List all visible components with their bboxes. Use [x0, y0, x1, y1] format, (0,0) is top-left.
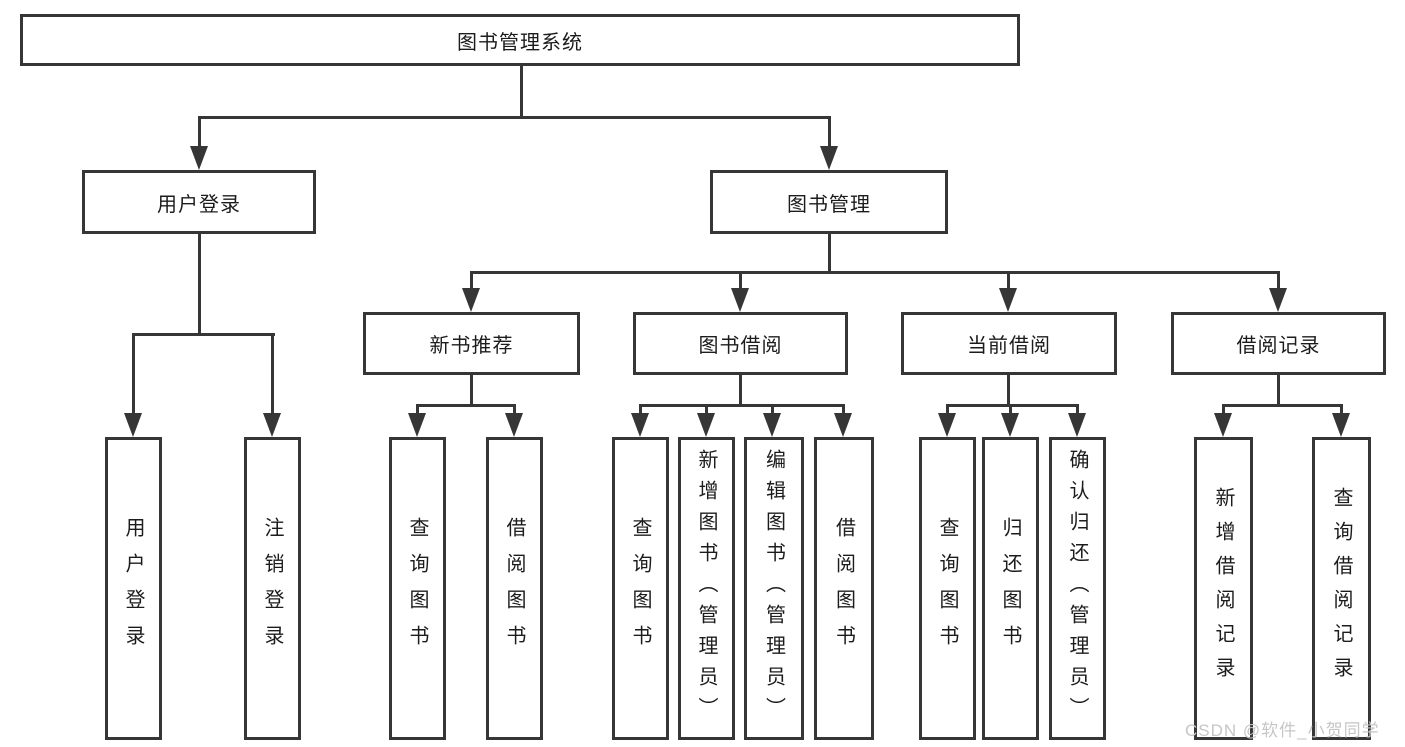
connector-line	[946, 404, 1079, 407]
arrow-down-icon	[731, 288, 749, 312]
arrow-down-icon	[1332, 413, 1350, 437]
connector-line	[198, 116, 831, 119]
node-book-management: 图书管理	[710, 170, 948, 234]
connector-line	[1277, 375, 1280, 406]
leaf-query-books-recommend: 查询图书	[389, 437, 446, 740]
leaf-query-borrow-record: 查询借阅记录	[1312, 437, 1371, 740]
connector-line	[828, 116, 831, 150]
leaf-borrow-books-borrowing: 借阅图书	[814, 437, 874, 740]
connector-line	[1009, 404, 1012, 415]
leaf-return-books: 归还图书	[982, 437, 1039, 740]
connector-line	[1222, 404, 1343, 407]
connector-line	[198, 234, 201, 335]
connector-line	[271, 333, 274, 414]
leaf-edit-books-admin: 编辑图书（管理员）	[744, 437, 804, 740]
connector-line	[1222, 404, 1225, 415]
connector-line	[946, 404, 949, 415]
connector-line	[520, 66, 523, 118]
leaf-add-borrow-record: 新增借阅记录	[1194, 437, 1253, 740]
node-new-book-recommend: 新书推荐	[363, 312, 580, 375]
connector-line	[739, 375, 742, 406]
arrow-down-icon	[505, 413, 523, 437]
arrow-down-icon	[462, 288, 480, 312]
connector-line	[771, 404, 774, 415]
connector-line	[1340, 404, 1343, 415]
arrow-down-icon	[1001, 413, 1019, 437]
connector-line	[132, 333, 275, 336]
connector-line	[416, 404, 419, 415]
connector-line	[705, 404, 708, 415]
arrow-down-icon	[1269, 288, 1287, 312]
connector-line	[470, 271, 473, 290]
leaf-query-books-borrowing: 查询图书	[612, 437, 669, 740]
connector-line	[639, 404, 642, 415]
arrow-down-icon	[938, 413, 956, 437]
node-user-login: 用户登录	[82, 170, 316, 234]
leaf-user-login: 用户登录	[105, 437, 162, 740]
arrow-down-icon	[263, 413, 281, 437]
connector-line	[739, 271, 742, 290]
leaf-query-books-current: 查询图书	[919, 437, 976, 740]
arrow-down-icon	[190, 146, 208, 170]
connector-line	[1007, 375, 1010, 406]
arrow-down-icon	[408, 413, 426, 437]
leaf-borrow-books-recommend: 借阅图书	[486, 437, 543, 740]
connector-line	[828, 234, 831, 273]
arrow-down-icon	[1214, 413, 1232, 437]
connector-line	[416, 404, 516, 407]
arrow-down-icon	[763, 413, 781, 437]
node-library-management-system: 图书管理系统	[20, 14, 1020, 66]
connector-line	[639, 404, 845, 407]
connector-line	[132, 333, 135, 414]
arrow-down-icon	[631, 413, 649, 437]
leaf-add-books-admin: 新增图书（管理员）	[678, 437, 735, 740]
csdn-watermark: CSDN @软件_小贺同学	[1185, 721, 1380, 740]
node-borrowing-records: 借阅记录	[1171, 312, 1386, 375]
connector-line	[470, 271, 1280, 274]
connector-line	[470, 375, 473, 406]
node-current-borrowing: 当前借阅	[901, 312, 1117, 375]
connector-line	[1277, 271, 1280, 290]
connector-line	[842, 404, 845, 415]
connector-line	[513, 404, 516, 415]
leaf-logout: 注销登录	[244, 437, 301, 740]
arrow-down-icon	[697, 413, 715, 437]
arrow-down-icon	[1068, 413, 1086, 437]
connector-line	[198, 116, 201, 150]
arrow-down-icon	[834, 413, 852, 437]
arrow-down-icon	[820, 146, 838, 170]
node-book-borrowing: 图书借阅	[633, 312, 848, 375]
arrow-down-icon	[999, 288, 1017, 312]
connector-line	[1076, 404, 1079, 415]
leaf-confirm-return-admin: 确认归还（管理员）	[1049, 437, 1106, 740]
connector-line	[1007, 271, 1010, 290]
arrow-down-icon	[124, 413, 142, 437]
